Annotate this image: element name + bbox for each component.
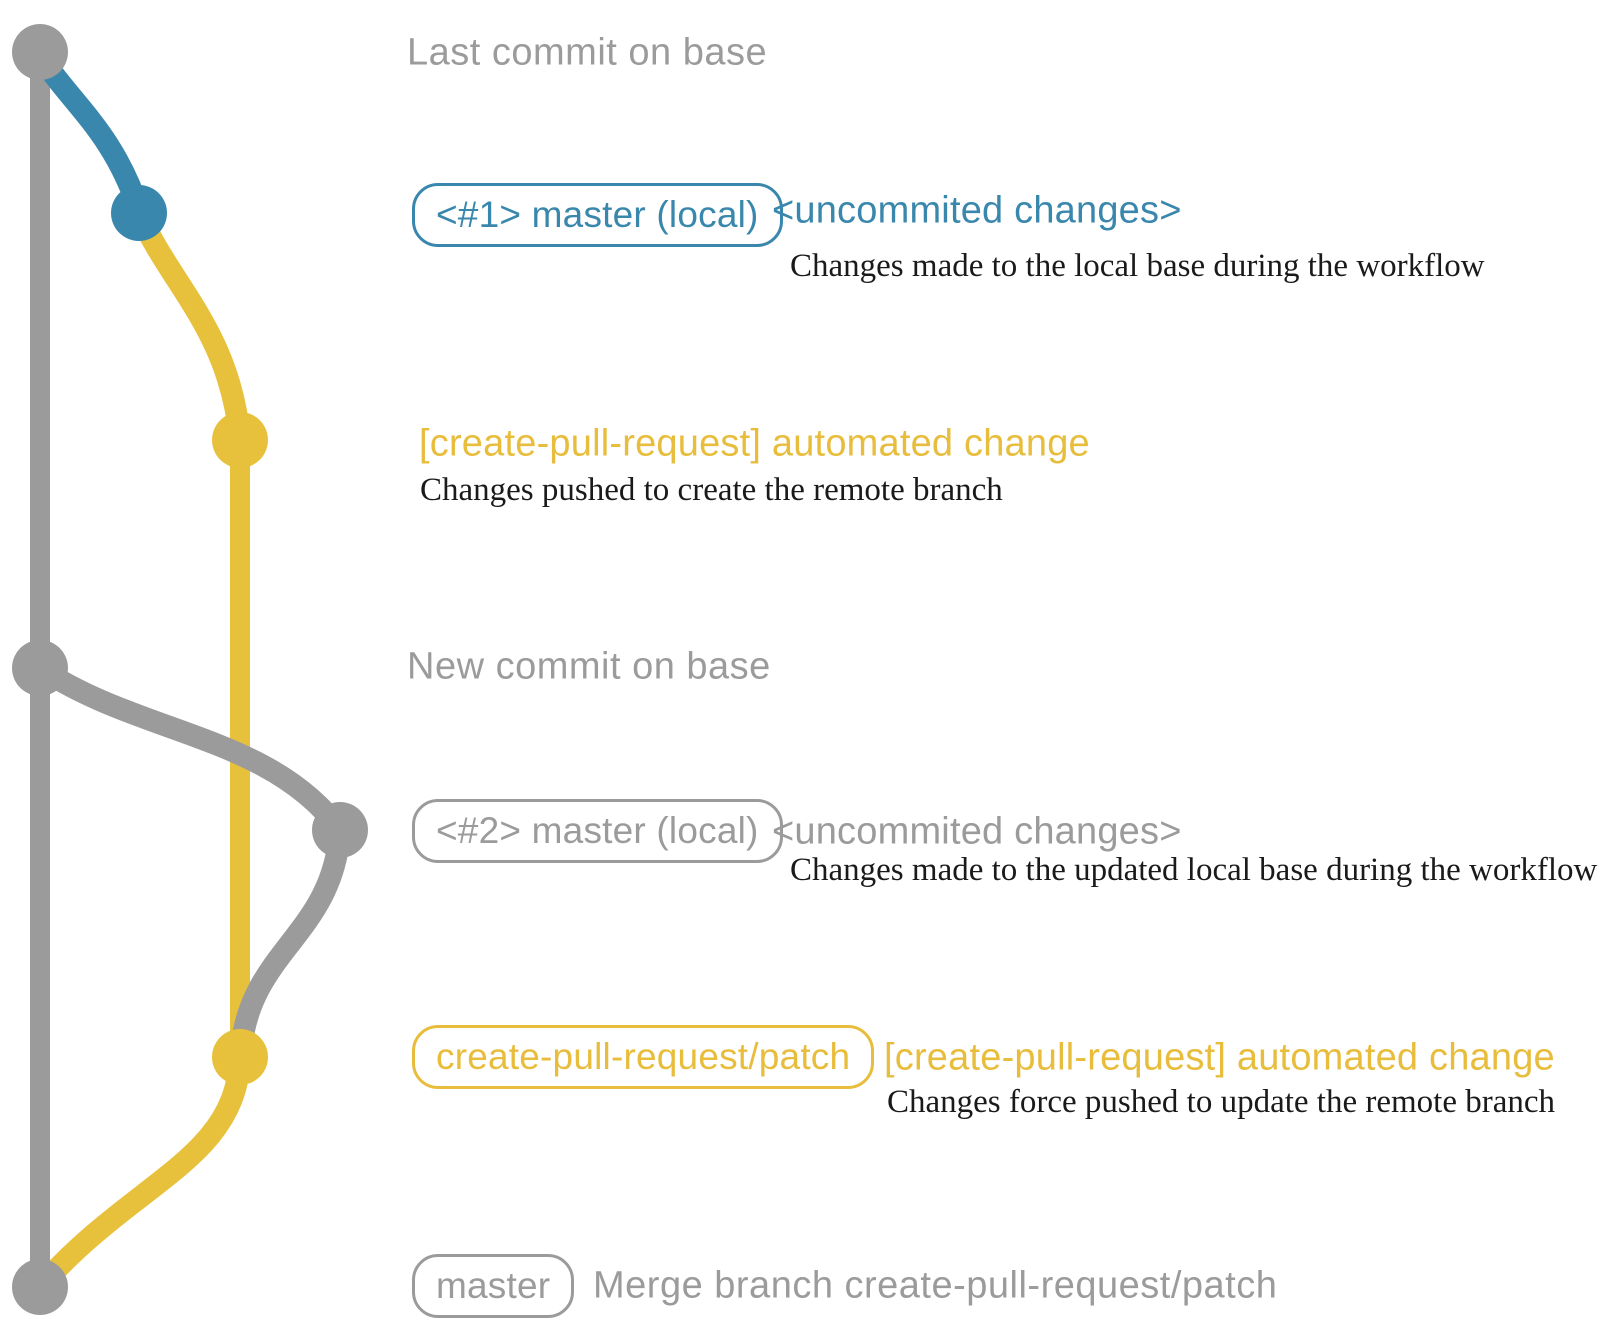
- label-merge-branch: Merge branch create-pull-request/patch: [593, 1264, 1278, 1307]
- force-push-edge: [230, 819, 351, 1061]
- label-last-commit-on-base: Last commit on base: [407, 31, 768, 74]
- label-new-commit-on-base: New commit on base: [407, 645, 771, 688]
- commit-graph: [12, 24, 368, 1315]
- patch-merge-edge: [31, 1046, 251, 1296]
- commit-node-merge: [12, 1259, 68, 1315]
- commit-node-local-2: [312, 802, 368, 858]
- description-force-push-update: Changes force pushed to update the remot…: [887, 1084, 1556, 1120]
- ref-label-master-local-1: <#1> master (local): [412, 183, 783, 247]
- description-local-changes-1: Changes made to the local base during th…: [790, 248, 1485, 284]
- commit-node-patch-1: [212, 412, 268, 468]
- ref-label-master-local-2: <#2> master (local): [412, 799, 783, 863]
- description-push-create-branch: Changes pushed to create the remote bran…: [420, 472, 1003, 508]
- note-uncommited-changes-1: <uncommited changes>: [772, 189, 1182, 232]
- ref-label-master: master: [412, 1254, 575, 1318]
- note-automated-change-2: [create-pull-request] automated change: [884, 1036, 1555, 1079]
- ref-label-patch-branch: create-pull-request/patch: [412, 1025, 875, 1089]
- description-local-changes-2: Changes made to the updated local base d…: [790, 852, 1598, 888]
- local-master-edge: [29, 44, 150, 221]
- commit-node-local-1: [111, 185, 167, 241]
- patch-branch-edge-1: [128, 202, 251, 451]
- note-automated-change-1: [create-pull-request] automated change: [419, 422, 1090, 465]
- commit-node-last-base: [12, 24, 68, 80]
- updated-local-master-edge: [29, 657, 351, 841]
- note-uncommited-changes-2: <uncommited changes>: [772, 810, 1182, 853]
- commit-node-new-base: [12, 640, 68, 696]
- commit-node-patch-2: [212, 1029, 268, 1085]
